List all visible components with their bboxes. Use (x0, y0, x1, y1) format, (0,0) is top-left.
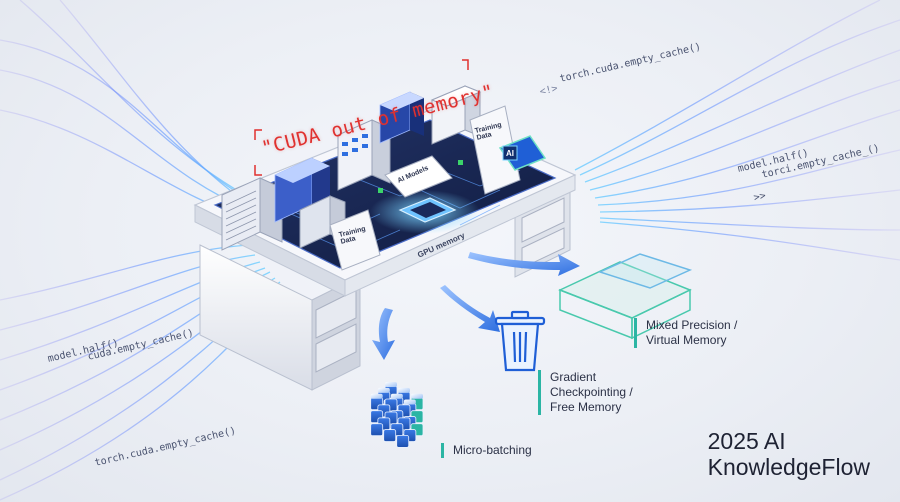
caption-mixed-precision-line2: Virtual Memory (646, 333, 727, 347)
caption-gradient-line1: Gradient (550, 370, 597, 384)
caption-mixed-precision-line1: Mixed Precision / (646, 318, 738, 332)
brand-line1: 2025 AI (707, 428, 786, 454)
ai-chip-label: AI (506, 149, 514, 158)
light-streams-right (574, 0, 900, 261)
batch-cube (396, 434, 410, 448)
batch-cube (370, 423, 384, 437)
error-bracket (254, 59, 469, 176)
flow-arrows (372, 252, 580, 360)
brand-title: 2025 AI KnowledgeFlow (708, 428, 870, 480)
caption-gradient-checkpointing: Gradient Checkpointing / Free Memory (538, 370, 633, 415)
trash-can (494, 310, 546, 372)
server-blocks (221, 85, 547, 271)
caption-micro-batching: Micro-batching (441, 443, 532, 458)
micro-batching-cubes (370, 382, 424, 448)
batch-cube (383, 429, 397, 442)
virtual-memory-shape (558, 253, 693, 340)
caption-micro-batching-text: Micro-batching (453, 443, 532, 457)
caption-mixed-precision: Mixed Precision / Virtual Memory (634, 318, 737, 348)
light-streams-left (0, 0, 286, 501)
brand-line2: KnowledgeFlow (707, 454, 870, 480)
caption-gradient-line3: Free Memory (550, 400, 622, 414)
caption-gradient-line2: Checkpointing / (550, 385, 633, 399)
desk (193, 109, 577, 391)
